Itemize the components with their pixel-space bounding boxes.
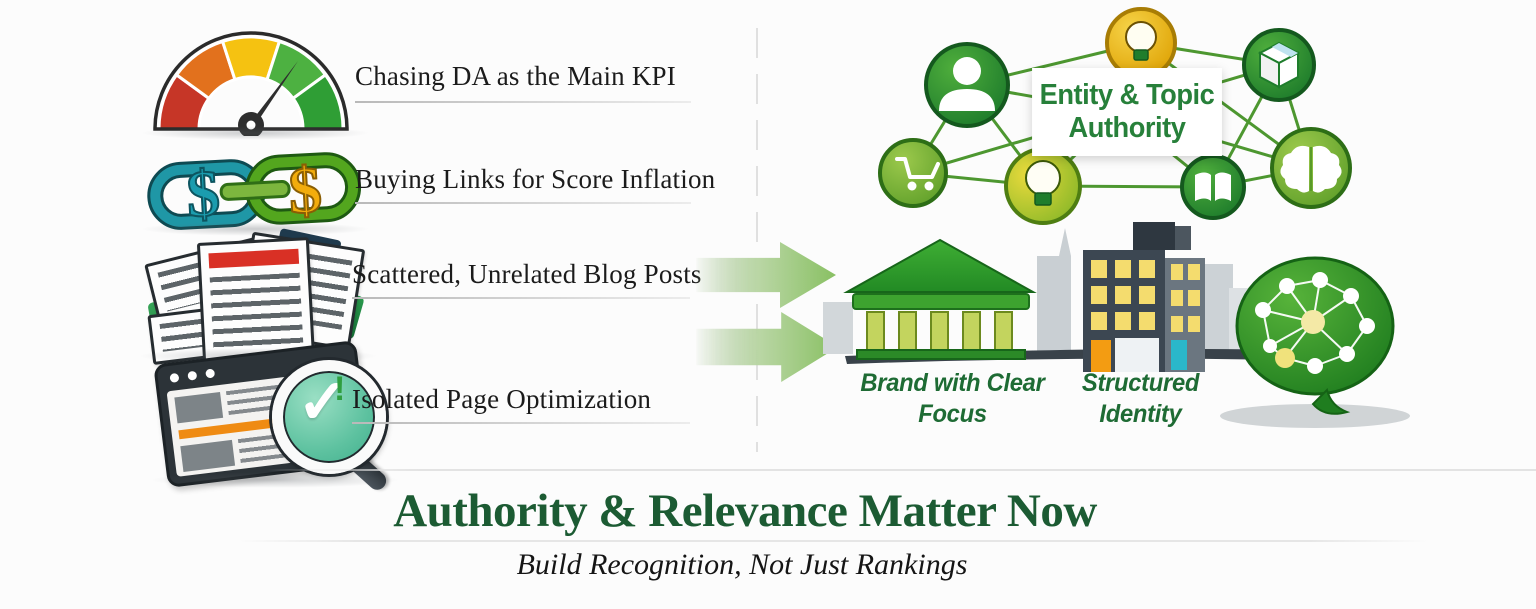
svg-text:$: $ — [287, 154, 324, 229]
gauge-icon — [150, 24, 352, 138]
svg-text:$: $ — [185, 157, 222, 232]
left-item-label: Scattered, Unrelated Blog Posts — [352, 259, 702, 289]
footer-divider-mid — [238, 540, 1428, 542]
checkmark-icon: ✓ — [297, 368, 349, 437]
footer-subtitle: Build Recognition, Not Just Rankings — [516, 548, 968, 581]
browser-shadow — [150, 472, 400, 488]
left-panel: Chasing DA as the Main KPI $ $ Buying Li… — [0, 0, 756, 494]
lightbulb-node-icon — [1004, 147, 1082, 225]
cube-node-icon — [1242, 28, 1316, 102]
person-node-icon — [924, 42, 1010, 128]
footer-divider-top — [268, 469, 1536, 471]
chain-shadow — [140, 222, 370, 236]
brain-network-icon — [1235, 256, 1395, 415]
vertical-divider — [756, 28, 758, 452]
left-item-label: Chasing DA as the Main KPI — [355, 61, 676, 91]
label-underline — [352, 297, 690, 299]
entity-network — [855, 5, 1415, 240]
footer-title: Authority & Relevance Matter Now — [393, 485, 1097, 537]
brain-node-icon — [1270, 127, 1352, 209]
magnifier-lens: ✓ — [272, 360, 386, 474]
gauge-shadow — [140, 126, 370, 140]
open-book-node-icon — [1180, 154, 1246, 220]
bank-label: Brand with Clear Focus — [860, 369, 1045, 429]
dollar-chain-icon: $ $ — [145, 142, 363, 234]
office-label: Structured Identity — [1081, 369, 1200, 429]
entity-authority-card: Entity & Topic Authority — [1032, 68, 1222, 156]
page-magnifier-icon: ✓ — [153, 340, 400, 494]
label-underline — [352, 422, 690, 424]
label-underline — [355, 202, 691, 204]
alert-exclamation: ! — [334, 370, 346, 408]
left-item-label: Buying Links for Score Inflation — [355, 164, 716, 194]
left-item-label: Isolated Page Optimization — [352, 384, 652, 414]
office-building-icon — [1083, 222, 1205, 372]
lightbulb-node-icon — [1105, 7, 1177, 79]
brain-shadow — [1220, 404, 1410, 428]
buildings-scene — [815, 218, 1415, 438]
label-underline — [355, 101, 691, 103]
scattered-papers-icon — [144, 228, 366, 366]
shopping-cart-node-icon — [878, 138, 948, 208]
bank-building-icon — [843, 238, 1037, 360]
